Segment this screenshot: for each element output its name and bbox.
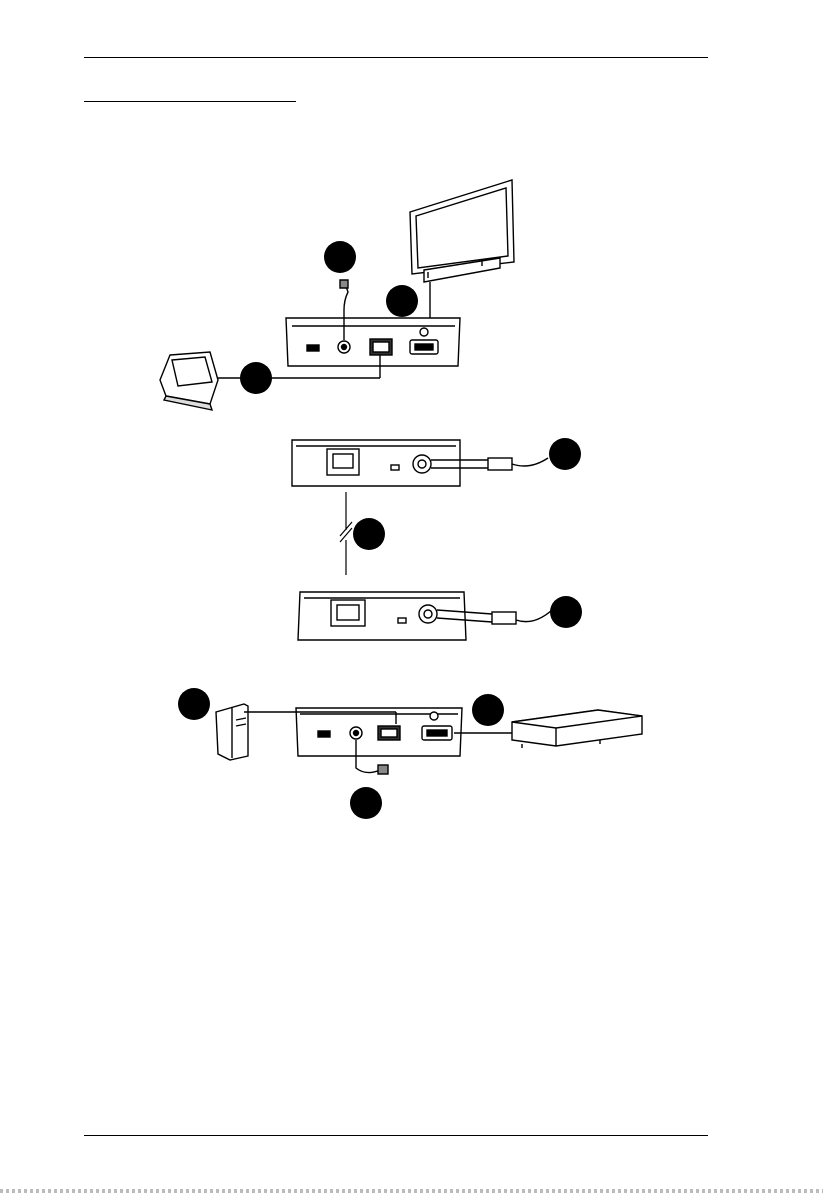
callout-c1 — [324, 241, 356, 273]
network-cable — [340, 492, 352, 575]
bottom-extender-unit — [296, 708, 462, 774]
footer-rule — [84, 1135, 708, 1136]
callout-c7 — [178, 688, 210, 720]
callout-c9 — [350, 787, 382, 819]
callout-c6 — [550, 596, 582, 628]
callout-c4 — [549, 438, 581, 470]
callout-c3 — [240, 362, 272, 394]
monitor-icon — [410, 180, 514, 318]
callout-c5 — [353, 518, 385, 550]
receiver-rear-panel — [286, 280, 460, 366]
transmitter-unit-lower — [298, 592, 552, 640]
callout-c8 — [472, 694, 504, 726]
transmitter-unit-upper — [292, 440, 548, 486]
callout-c2 — [386, 285, 418, 317]
page-bottom-edge — [0, 1189, 823, 1193]
